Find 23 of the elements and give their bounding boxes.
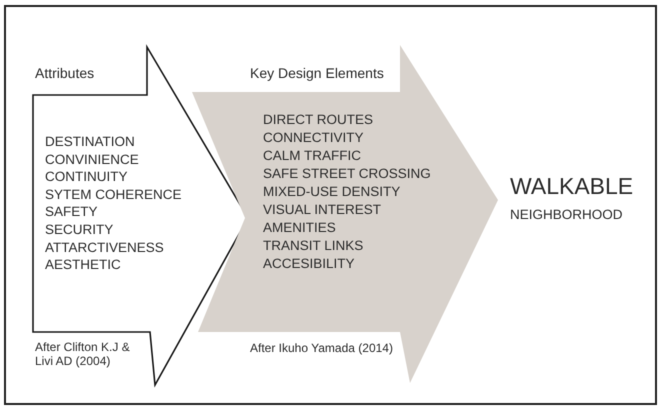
list-item: AESTHETIC	[45, 257, 121, 274]
list-item: SAFE STREET CROSSING	[263, 166, 431, 182]
source-note: After Ikuho Yamada (2014)	[250, 341, 394, 356]
list-item: CALM TRAFFIC	[263, 148, 362, 164]
list-item: CONNECTIVITY	[263, 130, 364, 146]
heading: Attributes	[35, 65, 94, 82]
list-item: DESTINATION	[45, 134, 135, 150]
subheading: NEIGHBORHOOD	[510, 207, 623, 224]
list-item: AMENITIES	[263, 220, 336, 236]
heading: Key Design Elements	[250, 65, 384, 82]
heading: WALKABLE	[510, 173, 634, 201]
list-item: TRANSIT LINKS	[263, 238, 364, 254]
list-item: ATTARCTIVENESS	[45, 240, 164, 256]
source-note: After Clifton K.J & Livi AD (2004)	[35, 340, 131, 369]
list-item: ACCESIBILITY	[263, 256, 355, 272]
list-item: SAFETY	[45, 204, 98, 221]
list-item: VISUAL INTEREST	[263, 202, 382, 218]
list-item: MIXED-USE DENSITY	[263, 184, 400, 200]
list-item: SECURITY	[45, 222, 114, 238]
list-item: CONVINIENCE	[45, 152, 139, 168]
list-item: CONTINUITY	[45, 169, 128, 186]
list-item: DIRECT ROUTES	[263, 112, 374, 128]
list-item: SYTEM COHERENCE	[45, 186, 182, 203]
